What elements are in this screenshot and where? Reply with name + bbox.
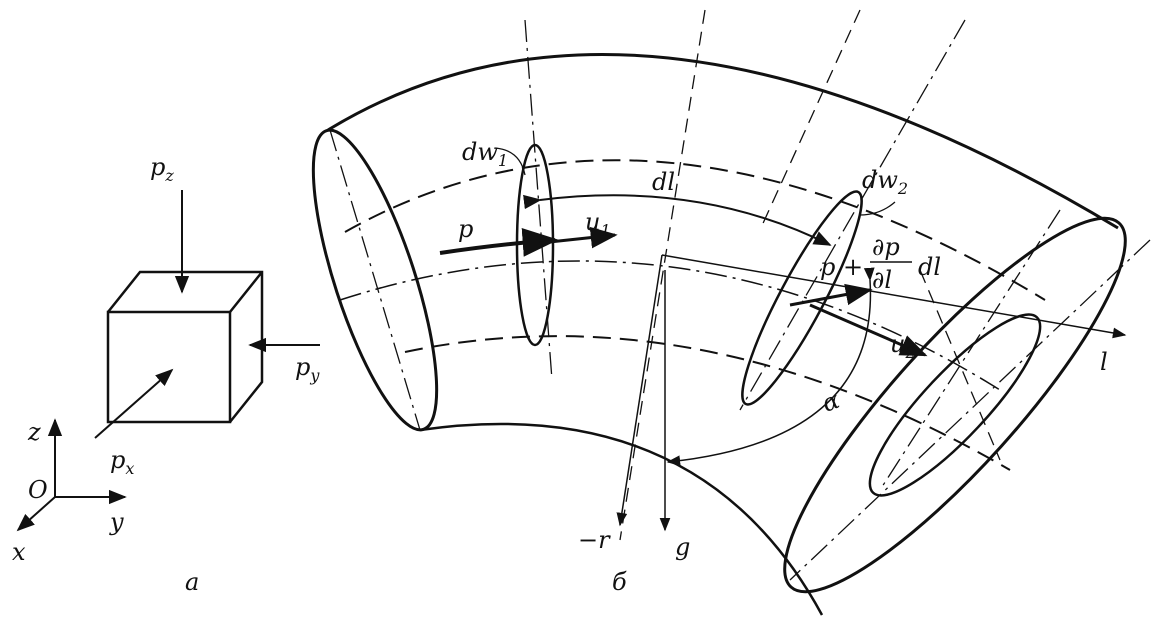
upper-streamline xyxy=(344,159,1046,301)
label-g: g xyxy=(675,533,690,561)
panel-a-label: а xyxy=(185,568,199,596)
label-u2: u2 xyxy=(890,330,916,362)
dw1-leader xyxy=(494,147,526,176)
inner-outlet-section xyxy=(868,313,1042,497)
label-dw1: dw1 xyxy=(462,138,508,170)
l-axis xyxy=(661,254,1127,339)
outlet-section xyxy=(783,216,1127,594)
label-p: p xyxy=(458,215,473,243)
label-dp: ∂p xyxy=(872,233,900,261)
label-l: l xyxy=(1100,348,1108,376)
label-py: py xyxy=(295,353,320,385)
label-pz: pz xyxy=(150,153,174,185)
section-dw2 xyxy=(741,190,863,406)
radial-lines xyxy=(329,19,1151,581)
inlet-section xyxy=(311,128,439,432)
label-minus-r: −r xyxy=(578,526,611,554)
section-dw1 xyxy=(515,143,555,347)
axis-y-label: y xyxy=(109,508,124,536)
label-dw2: dw2 xyxy=(862,166,908,198)
minus-r-axis xyxy=(616,254,663,527)
coordinate-axes xyxy=(16,418,127,532)
alpha-arc xyxy=(666,267,875,467)
lower-streamline xyxy=(404,335,1011,471)
panel-b-label: б xyxy=(612,568,627,596)
label-u1: u1 xyxy=(585,208,611,240)
px-arrow xyxy=(94,368,174,439)
cube xyxy=(106,270,264,424)
axis-z-label: z xyxy=(27,418,41,446)
axis-x-label: x xyxy=(12,538,26,566)
label-dl: dl xyxy=(652,168,675,196)
label-dl-mul: dl xyxy=(918,253,941,281)
dw2-leader xyxy=(859,201,896,216)
origin-label: O xyxy=(28,476,48,504)
dl-arrow xyxy=(523,194,832,246)
label-px: px xyxy=(110,446,134,478)
label-p-plus: p + xyxy=(820,253,863,281)
label-dl-den: ∂l xyxy=(872,266,892,294)
outer-wall xyxy=(327,52,1119,230)
